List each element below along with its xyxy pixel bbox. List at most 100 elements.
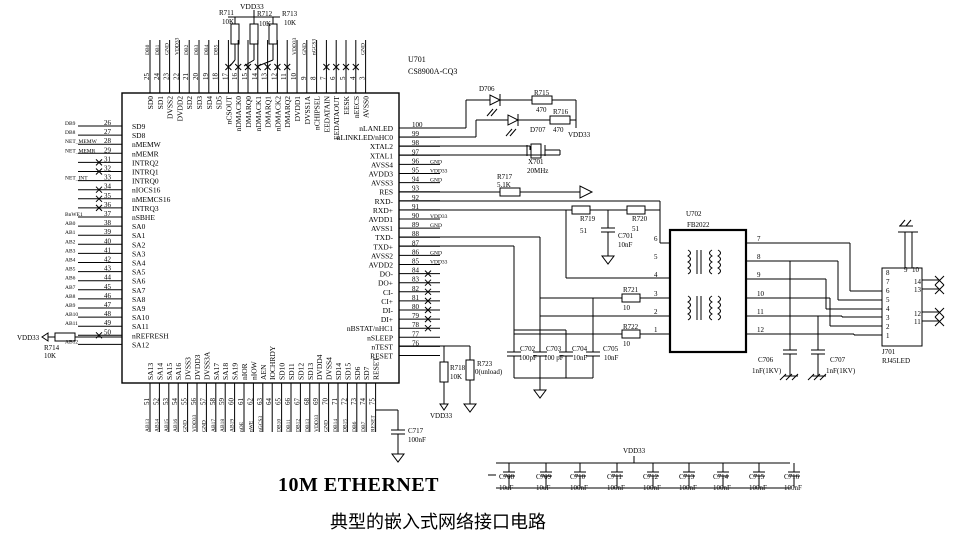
pin-number: 63 xyxy=(256,398,264,406)
pin-name: SD8 xyxy=(132,131,146,140)
no-connect-mark xyxy=(352,63,360,71)
no-connect-mark xyxy=(95,168,103,175)
pin-number: 56 xyxy=(190,398,198,406)
pin-name: SA0 xyxy=(132,222,146,231)
u702-to-j701: C706 1nF(1KV) C707 1nF(1KV) xyxy=(746,242,882,381)
net-label: GND xyxy=(430,159,442,165)
u702-pin-number: 12 xyxy=(757,326,765,334)
pin-number: 21 xyxy=(182,73,190,81)
u702-ref: U702 xyxy=(686,210,702,218)
pin-name: RXD- xyxy=(375,197,394,206)
net-label: DB3 xyxy=(194,44,200,55)
pin-name: AVSS1 xyxy=(371,224,393,233)
net-label: DB15 xyxy=(342,419,348,432)
pin-number: 48 xyxy=(104,310,112,318)
bank-cap-ref: C710 xyxy=(570,473,586,481)
x701-val: 20MHz xyxy=(527,167,548,175)
net-label: GND xyxy=(165,43,171,55)
u701-bottom-pins: SA1351AB13SA1452AB14SA1553AB15SA1654AB16… xyxy=(143,345,381,432)
no-connect-mark xyxy=(424,288,432,296)
bank-cap-val: 100nF xyxy=(570,484,588,492)
j701-ref: J701 xyxy=(882,348,896,356)
pin-number: 51 xyxy=(143,398,151,406)
vdd-bank-label: VDD33 xyxy=(623,447,646,455)
net-label: VDD33 xyxy=(430,260,448,266)
c701-ref: C701 xyxy=(618,232,634,240)
pin-name: SA2 xyxy=(132,240,146,249)
pin-name: SA17 xyxy=(212,363,221,380)
pin-name: SD6 xyxy=(353,366,362,380)
bank-cap-ref: C716 xyxy=(784,473,800,481)
pin-number: 83 xyxy=(412,276,420,284)
net-label: AB17 xyxy=(211,419,217,432)
bank-cap-ref: C713 xyxy=(679,473,695,481)
r721-resistor xyxy=(621,293,641,303)
pin-number: 20 xyxy=(192,73,200,81)
pin-number: 97 xyxy=(412,148,420,156)
pin-name: DVSS2 xyxy=(166,96,175,119)
pin-number: 91 xyxy=(412,203,420,211)
pin-name: DI+ xyxy=(381,315,393,324)
net-label: DB1 xyxy=(155,44,161,55)
net-label: AB9 xyxy=(65,303,76,309)
pin-name: SA5 xyxy=(132,268,146,277)
net-label: DB6 xyxy=(352,421,358,432)
pin-number: 74 xyxy=(359,398,367,406)
r720-val: 51 xyxy=(632,225,640,233)
net-label: AB11 xyxy=(65,321,78,327)
pin-number: 35 xyxy=(104,192,112,200)
pin-name: nBSTAT/nHC1 xyxy=(347,324,393,333)
r714-val: 10K xyxy=(44,352,56,360)
pin-number: 10 xyxy=(290,73,298,81)
pin-number: 70 xyxy=(322,398,330,406)
u701-left-pins: SD926DB9SD827DB8nMEMW28NET_MEMWnMEMR29NE… xyxy=(65,119,171,349)
c705-val: 10nF xyxy=(604,354,619,362)
pin-name: DMARQ2 xyxy=(283,96,292,128)
pin-name: SD1 xyxy=(156,96,165,110)
pin-number: 79 xyxy=(412,312,420,320)
pin-number: 95 xyxy=(412,167,420,175)
u702-pin-number: 4 xyxy=(654,271,658,279)
pin-number: 53 xyxy=(162,398,170,406)
bank-cap-ref: C712 xyxy=(643,473,659,481)
pin-name: SA19 xyxy=(231,363,240,380)
pin-name: SA3 xyxy=(132,249,146,258)
pin-number: 36 xyxy=(104,201,112,209)
bank-cap-val: 100nF xyxy=(713,484,731,492)
vdd-led-label: VDD33 xyxy=(568,131,591,139)
pin-number: 72 xyxy=(340,398,348,406)
pin-number: 23 xyxy=(163,73,171,81)
pin-number: 65 xyxy=(275,398,283,406)
pin-number: 26 xyxy=(104,119,112,127)
net-label: AB13 xyxy=(145,419,151,432)
pin-number: 96 xyxy=(412,157,420,165)
r717-ground-arrow xyxy=(579,185,594,199)
pin-name: AVDD1 xyxy=(369,215,394,224)
pin-name: nLINKLED/nHC0 xyxy=(337,133,393,142)
j701-pin-number: 7 xyxy=(886,278,890,286)
pin-number: 62 xyxy=(246,398,254,406)
pin-name: nMEMR xyxy=(132,149,159,158)
tx-network: R721 10 R722 10 C702 100pF C703 100 pF C… xyxy=(399,236,670,399)
j701-pin-number: 14 xyxy=(914,278,922,286)
pin-number: 24 xyxy=(153,73,161,81)
pin-number: 87 xyxy=(412,239,420,247)
pin-name: DVDD1 xyxy=(293,96,302,122)
r715-resistor xyxy=(531,95,553,105)
pin-name: EEDATAIN xyxy=(322,95,331,132)
vdd-r718-label: VDD33 xyxy=(430,412,453,420)
r721-val: 10 xyxy=(623,304,631,312)
pin-number: 9 xyxy=(300,76,308,80)
pin-number: 4 xyxy=(349,76,357,80)
pin-number: 75 xyxy=(369,398,377,406)
vdd-top-label: VDD33 xyxy=(240,2,264,11)
no-connect-mark xyxy=(424,270,432,277)
reset-network: R718 10K R723 0(unload) VDD33 xyxy=(399,345,503,420)
pin-number: 37 xyxy=(104,210,112,218)
r721-ref: R721 xyxy=(623,286,639,294)
pin-number: 40 xyxy=(104,237,112,245)
r723-val: 0(unload) xyxy=(475,368,503,376)
pin-number: 58 xyxy=(209,398,217,406)
pin-number: 39 xyxy=(104,228,112,236)
net-label: AB16 xyxy=(173,419,179,432)
